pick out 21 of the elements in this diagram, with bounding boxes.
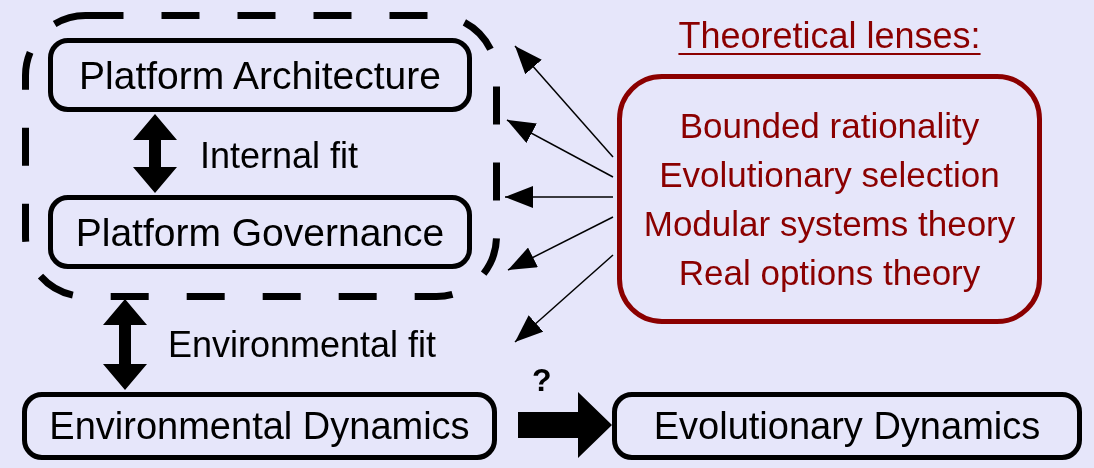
arrow	[514, 45, 614, 158]
lens-heading: Theoretical lenses:	[678, 18, 981, 54]
process-box: Environmental Dynamics	[22, 392, 497, 460]
edge-label: Environmental fit	[168, 327, 437, 363]
edge-label: Internal fit	[200, 138, 359, 174]
arrow	[506, 119, 614, 178]
process-box: Platform Governance	[48, 195, 472, 269]
arrow	[103, 299, 147, 390]
lens-item: Modular systems theory	[643, 206, 1016, 241]
arrow	[518, 392, 612, 458]
lens-item: Evolutionary selection	[659, 157, 1000, 192]
lens-item: Bounded rationality	[679, 108, 980, 143]
arrow	[133, 114, 177, 193]
dashed-group-outline	[22, 12, 500, 300]
lens-item: Real options theory	[678, 255, 981, 290]
arrow	[514, 254, 614, 343]
arrow	[507, 216, 614, 271]
edge-label: ?	[532, 364, 552, 396]
process-box: Platform Architecture	[48, 38, 472, 112]
arrow	[504, 186, 614, 208]
process-box: Evolutionary Dynamics	[612, 392, 1082, 460]
